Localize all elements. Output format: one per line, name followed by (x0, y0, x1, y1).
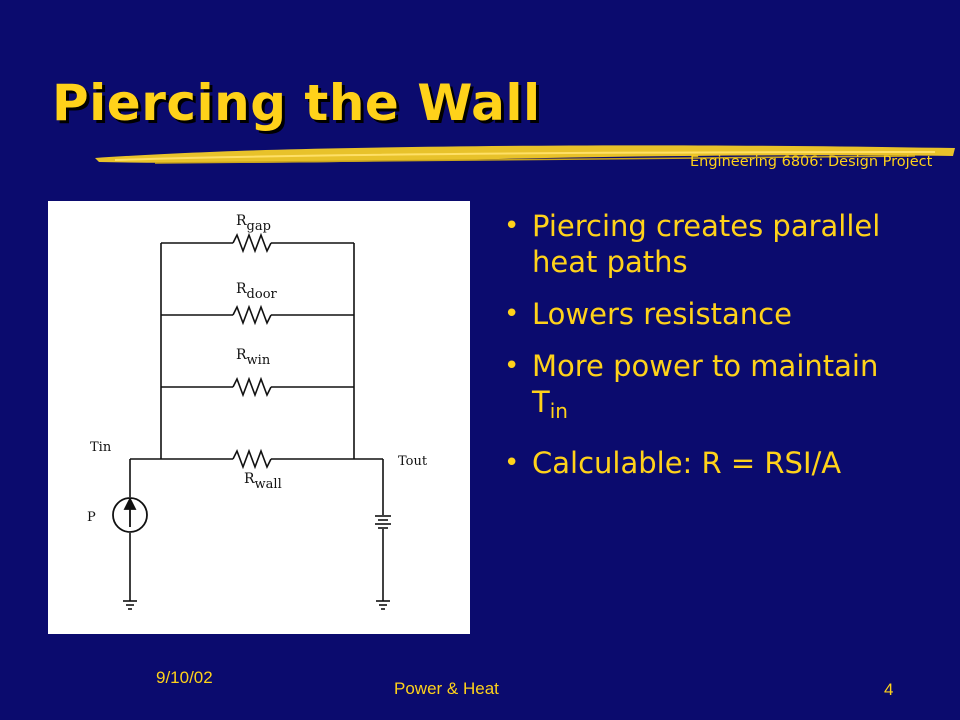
resistor-gap-symbol (232, 232, 272, 254)
label-r-wall: Rwall (244, 471, 282, 492)
ground-icon (123, 600, 137, 610)
label-source-p: P (87, 510, 96, 525)
resistor-door-symbol (232, 304, 272, 326)
bullet-text: Piercing creates parallel heat paths (532, 209, 881, 279)
course-label: Engineering 6806: Design Project (690, 154, 933, 170)
bullet-item: • More power to maintain Tin (500, 348, 920, 429)
bullet-item: • Calculable: R = RSI/A (500, 445, 920, 481)
bullet-dot-icon: • (504, 448, 520, 478)
bullet-text: Lowers resistance (532, 297, 792, 331)
bullet-item: • Piercing creates parallel heat paths (500, 208, 920, 280)
circuit-diagram: Rgap Rdoor Rwin Rwall Tin Tout P (48, 201, 470, 634)
label-r-door: Rdoor (236, 281, 278, 302)
label-tout: Tout (398, 454, 428, 469)
title-underline-stroke (95, 145, 955, 164)
bullet-list: • Piercing creates parallel heat paths •… (500, 208, 920, 497)
footer-page-number: 4 (884, 680, 894, 699)
label-r-gap: Rgap (236, 213, 271, 234)
footer-topic: Power & Heat (394, 679, 499, 698)
footer-date: 9/10/02 (156, 668, 213, 687)
bullet-dot-icon: • (504, 299, 520, 329)
bullet-subscript: in (549, 399, 568, 423)
ground-icon (376, 600, 390, 610)
bullet-text: More power to maintain T (532, 349, 879, 419)
current-source-icon (112, 496, 148, 533)
battery-icon (375, 515, 391, 529)
slide-title: Piercing the Wall (52, 74, 541, 132)
resistor-wall-symbol (232, 448, 272, 470)
resistor-win-symbol (232, 376, 272, 398)
label-r-win: Rwin (236, 347, 271, 368)
bullet-item: • Lowers resistance (500, 296, 920, 332)
bullet-dot-icon: • (504, 351, 520, 381)
bullet-dot-icon: • (504, 211, 520, 241)
bullet-text: Calculable: R = RSI/A (532, 446, 842, 480)
label-tin: Tin (90, 440, 112, 455)
